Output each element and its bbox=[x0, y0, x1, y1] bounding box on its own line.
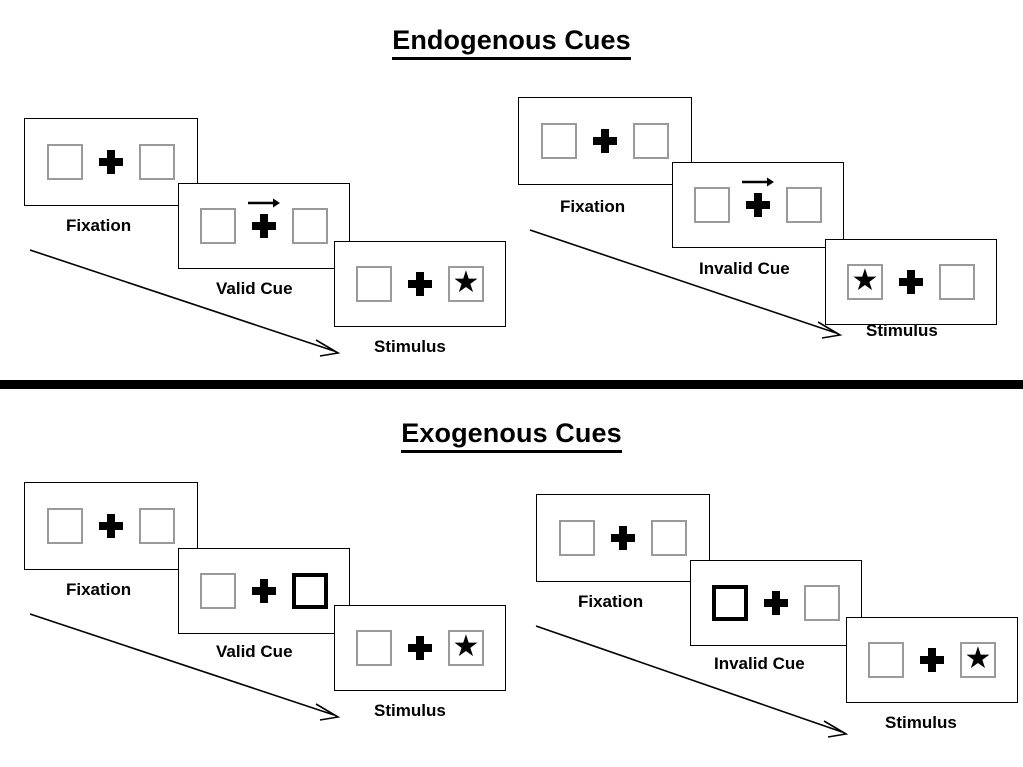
fixation-cross-icon bbox=[408, 272, 432, 296]
fixation-cross-icon bbox=[899, 270, 923, 294]
panel-content bbox=[200, 573, 328, 609]
panel-content bbox=[200, 198, 328, 244]
fixation-cross-icon bbox=[248, 198, 280, 238]
caption-endogenous-valid-cue: Valid Cue bbox=[216, 279, 293, 298]
arrow-right-cue-icon bbox=[742, 177, 774, 187]
panel-exogenous-valid-stimulus: ★ bbox=[334, 605, 506, 691]
right-square bbox=[139, 508, 175, 544]
section-title-exogenous-text: Exogenous Cues bbox=[401, 418, 622, 453]
fixation-cross-icon bbox=[593, 129, 617, 153]
caption-endogenous-invalid-stimulus: Stimulus bbox=[866, 321, 938, 340]
caption-exogenous-valid-cue: Valid Cue bbox=[216, 642, 293, 661]
section-title-exogenous: Exogenous Cues bbox=[0, 418, 1023, 453]
left-square bbox=[868, 642, 904, 678]
panel-exogenous-invalid-fixation bbox=[536, 494, 710, 582]
right-square bbox=[633, 123, 669, 159]
caption-endogenous-invalid-fixation: Fixation bbox=[560, 197, 626, 216]
arrow-right-cue-icon bbox=[248, 198, 280, 208]
star-icon: ★ bbox=[452, 266, 480, 299]
fixation-cross-icon bbox=[99, 150, 123, 174]
panel-content: ★ bbox=[356, 266, 484, 302]
left-square bbox=[47, 144, 83, 180]
fixation-cross-icon bbox=[920, 648, 944, 672]
panel-content bbox=[47, 144, 175, 180]
panel-endogenous-invalid-stimulus: ★ bbox=[825, 239, 997, 325]
right-square bbox=[786, 187, 822, 223]
left-square bbox=[356, 266, 392, 302]
caption-exogenous-valid-fixation: Fixation bbox=[66, 580, 132, 599]
caption-exogenous-invalid-fixation: Fixation bbox=[578, 592, 644, 611]
right-square: ★ bbox=[448, 630, 484, 666]
panel-exogenous-invalid-stimulus: ★ bbox=[846, 617, 1018, 703]
left-square bbox=[47, 508, 83, 544]
left-square bbox=[200, 208, 236, 244]
section-title-endogenous-text: Endogenous Cues bbox=[392, 25, 631, 60]
right-square bbox=[651, 520, 687, 556]
star-icon: ★ bbox=[964, 642, 992, 675]
right-square bbox=[804, 585, 840, 621]
panel-endogenous-invalid-fixation bbox=[518, 97, 692, 185]
right-square: ★ bbox=[448, 266, 484, 302]
panel-endogenous-valid-cue bbox=[178, 183, 350, 269]
fixation-cross-icon bbox=[99, 514, 123, 538]
caption-endogenous-invalid-cue: Invalid Cue bbox=[699, 259, 790, 278]
panel-content: ★ bbox=[868, 642, 996, 678]
panel-content bbox=[559, 520, 687, 556]
section-title-endogenous: Endogenous Cues bbox=[0, 25, 1023, 60]
panel-endogenous-valid-stimulus: ★ bbox=[334, 241, 506, 327]
panel-exogenous-invalid-cue bbox=[690, 560, 862, 646]
right-square: ★ bbox=[960, 642, 996, 678]
left-square: ★ bbox=[847, 264, 883, 300]
panel-content bbox=[694, 177, 822, 223]
fixation-cross-icon bbox=[764, 591, 788, 615]
caption-endogenous-valid-stimulus: Stimulus bbox=[374, 337, 446, 356]
panel-content bbox=[541, 123, 669, 159]
fixation-cross-icon bbox=[408, 636, 432, 660]
panel-exogenous-valid-fixation bbox=[24, 482, 198, 570]
panel-endogenous-valid-fixation bbox=[24, 118, 198, 206]
caption-exogenous-invalid-stimulus: Stimulus bbox=[885, 713, 957, 732]
right-square bbox=[139, 144, 175, 180]
star-icon: ★ bbox=[851, 264, 879, 297]
panel-exogenous-valid-cue bbox=[178, 548, 350, 634]
panel-endogenous-invalid-cue bbox=[672, 162, 844, 248]
star-icon: ★ bbox=[452, 630, 480, 663]
left-square bbox=[200, 573, 236, 609]
panel-content: ★ bbox=[356, 630, 484, 666]
caption-endogenous-valid-fixation: Fixation bbox=[66, 216, 132, 235]
panel-content bbox=[47, 508, 175, 544]
fixation-cross-icon bbox=[611, 526, 635, 550]
fixation-cross-icon bbox=[742, 177, 774, 217]
caption-exogenous-valid-stimulus: Stimulus bbox=[374, 701, 446, 720]
left-square bbox=[356, 630, 392, 666]
left-square-cued bbox=[712, 585, 748, 621]
panel-content: ★ bbox=[847, 264, 975, 300]
right-square bbox=[292, 208, 328, 244]
right-square-cued bbox=[292, 573, 328, 609]
panel-content bbox=[712, 585, 840, 621]
right-square bbox=[939, 264, 975, 300]
left-square bbox=[541, 123, 577, 159]
left-square bbox=[694, 187, 730, 223]
caption-exogenous-invalid-cue: Invalid Cue bbox=[714, 654, 805, 673]
section-divider bbox=[0, 380, 1023, 389]
left-square bbox=[559, 520, 595, 556]
fixation-cross-icon bbox=[252, 579, 276, 603]
